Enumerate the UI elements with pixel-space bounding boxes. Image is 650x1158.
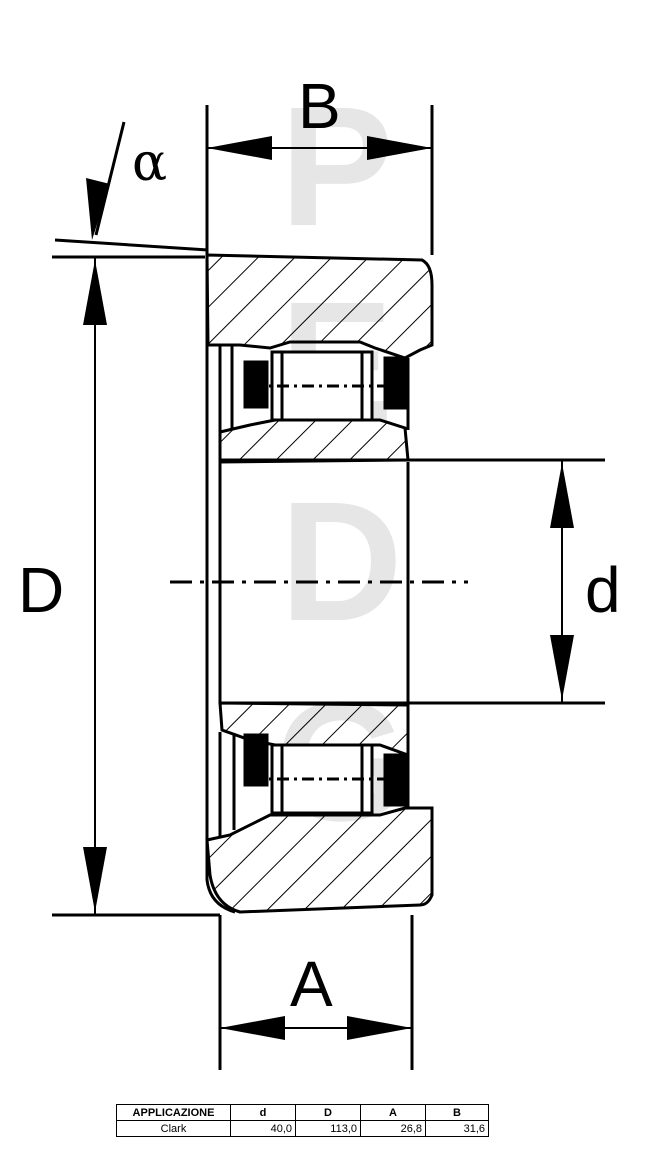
bearing-body (205, 253, 434, 914)
spec-table: APPLICAZIONE d D A B Clark 40,0 113,0 26… (116, 1104, 489, 1137)
dimension-B: B (207, 70, 432, 160)
header-d-small: d (230, 1104, 296, 1121)
svg-text:D: D (280, 467, 403, 657)
cell-d-small: 40,0 (230, 1120, 296, 1137)
header-A: A (360, 1104, 426, 1121)
roller-top (243, 350, 409, 422)
header-B: B (425, 1104, 489, 1121)
table-row: Clark 40,0 113,0 26,8 31,6 (116, 1120, 489, 1137)
label-B: B (298, 70, 341, 142)
dimension-alpha: α (86, 121, 167, 240)
label-A: A (290, 948, 333, 1020)
label-D: D (18, 554, 64, 626)
dimension-D: D (18, 257, 107, 915)
cell-B: 31,6 (425, 1120, 489, 1137)
dimension-d: d (550, 460, 621, 703)
spec-table-header: APPLICAZIONE d D A B (116, 1104, 489, 1121)
cell-D-large: 113,0 (295, 1120, 361, 1137)
cell-A: 26,8 (360, 1120, 426, 1137)
cell-applicazione: Clark (116, 1120, 231, 1137)
header-D-large: D (295, 1104, 361, 1121)
label-d: d (585, 554, 621, 626)
roller-bottom (243, 733, 409, 815)
bearing-section-drawing: P E D G B α D d (18, 70, 621, 1070)
svg-text:P: P (280, 72, 393, 262)
dimension-A: A (220, 948, 412, 1040)
label-alpha: α (132, 133, 167, 193)
header-applicazione: APPLICAZIONE (116, 1104, 231, 1121)
